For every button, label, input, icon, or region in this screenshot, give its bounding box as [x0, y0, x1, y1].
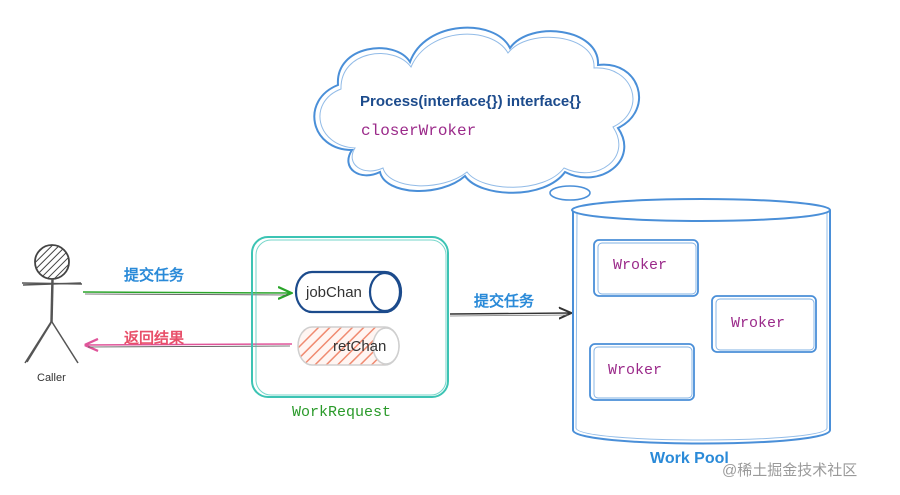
work-request-box	[251, 236, 449, 398]
worker-2-label: Wroker	[731, 315, 786, 332]
caller-figure	[21, 244, 83, 364]
pool-arrow	[449, 313, 570, 316]
job-chan-pipe	[294, 270, 403, 314]
work-pool-label: Work Pool	[650, 450, 729, 467]
cloud-method-signature: Process(interface{}) interface{}	[360, 93, 581, 110]
caller-label: Caller	[37, 372, 66, 384]
job-chan-label: jobChan	[306, 284, 362, 301]
caller-head	[34, 244, 70, 280]
worker-boxes	[589, 239, 817, 401]
work-request-label: WorkRequest	[292, 404, 392, 421]
thought-cloud	[313, 26, 640, 194]
cloud-closer-worker: closerWroker	[361, 122, 477, 140]
submit-arrow	[82, 292, 290, 295]
worker-3-label: Wroker	[608, 362, 663, 379]
ret-chan-pipe	[297, 326, 400, 366]
return-arrow	[86, 344, 293, 347]
worker-1-label: Wroker	[613, 257, 668, 274]
submit-task-label: 提交任务	[124, 266, 185, 284]
watermark: @稀土掘金技术社区	[722, 462, 858, 479]
submit-task-pool-label: 提交任务	[474, 292, 535, 310]
ret-chan-label: retChan	[333, 338, 387, 355]
return-result-label: 返回结果	[124, 329, 185, 347]
